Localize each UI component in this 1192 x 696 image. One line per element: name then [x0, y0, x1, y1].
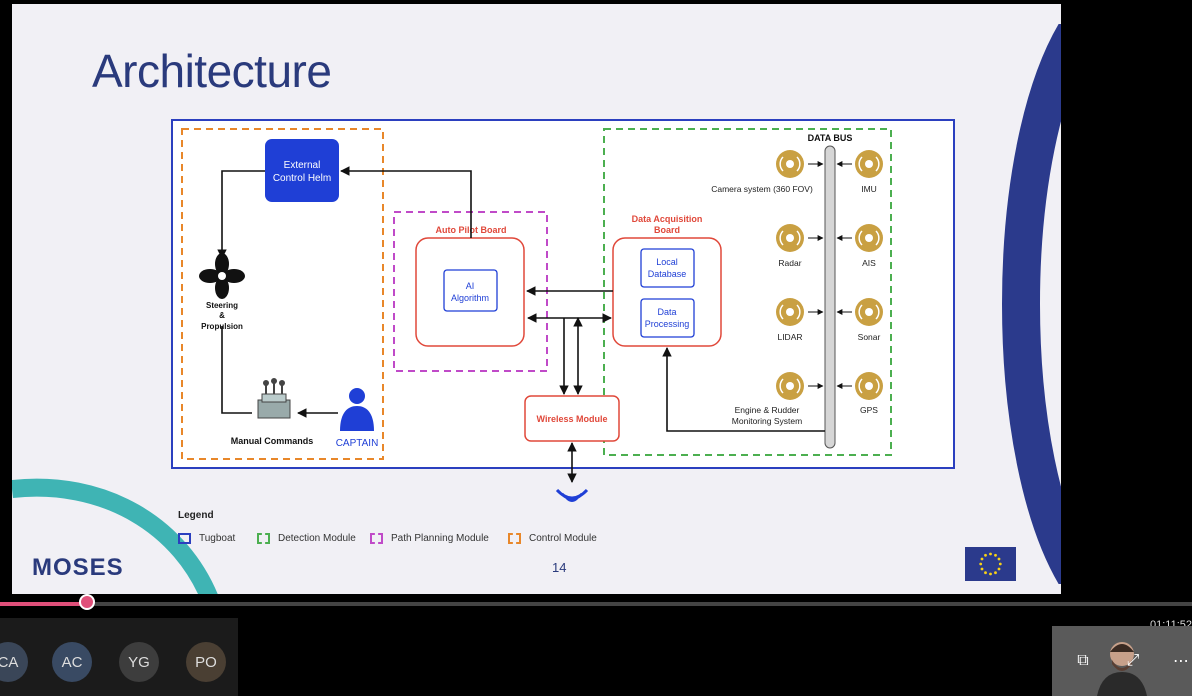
engine-label1: Engine & Rudder: [735, 405, 800, 415]
local-db-line1: Local: [656, 257, 678, 267]
data-processing-box: [640, 298, 695, 338]
slide-title: Architecture: [92, 45, 332, 97]
legend-label-control: Control Module: [529, 532, 597, 544]
detection-module-frame: [603, 128, 892, 456]
sensor-sonar-icon: [855, 298, 883, 326]
steering-line2: &: [219, 311, 225, 320]
imu-label: IMU: [861, 184, 877, 194]
local-db-line2: Database: [648, 269, 687, 279]
sensor-gps-icon: [855, 372, 883, 400]
legend-swatch-detection: [257, 532, 270, 544]
data-acq-title1: Data Acquisition: [632, 214, 703, 224]
gps-label: GPS: [860, 405, 878, 415]
progress-scrubber[interactable]: [79, 594, 96, 610]
camera-label: Camera system (360 FOV): [711, 184, 813, 194]
participant-avatar[interactable]: PO: [186, 642, 226, 682]
progress-fill: [0, 602, 88, 606]
lidar-label: LIDAR: [777, 332, 802, 342]
decorative-teal-arc: [12, 478, 218, 594]
external-helm-line2: Control Helm: [273, 173, 331, 184]
steering-line1: Steering: [206, 301, 238, 310]
legend-swatch-control: [508, 532, 521, 544]
manual-commands-label: Manual Commands: [231, 436, 314, 446]
sensor-arrows: [808, 161, 852, 389]
legend-label-path-planning: Path Planning Module: [391, 532, 489, 544]
ai-line2: Algorithm: [451, 293, 489, 303]
eu-flag-icon: [965, 547, 1016, 581]
ais-label: AIS: [862, 258, 876, 268]
picture-in-picture-icon[interactable]: ⧉: [1077, 652, 1089, 669]
legend-detection: Detection Module: [257, 530, 356, 546]
more-options-icon[interactable]: ⋯: [1173, 653, 1189, 670]
data-acq-title2: Board: [654, 225, 680, 235]
sensor-imu-icon: [855, 150, 883, 178]
architecture-diagram: External Control Helm Steering & Propuls…: [171, 119, 955, 502]
sensor-ais-icon: [855, 224, 883, 252]
decorative-arc: [1002, 24, 1061, 584]
manual-commands-icon: [257, 378, 291, 419]
sensor-radar-icon: [776, 224, 804, 252]
wireless-signal-icon: [555, 488, 589, 502]
ai-algorithm-box: [443, 269, 498, 312]
legend-swatch-path-planning: [370, 532, 383, 544]
legend-label-tugboat: Tugboat: [199, 532, 236, 544]
sensor-lidar-icon: [776, 298, 804, 326]
ai-line1: AI: [466, 281, 475, 291]
legend-label-detection: Detection Module: [278, 532, 356, 544]
legend-title: Legend: [178, 510, 214, 521]
control-module-frame: [181, 128, 384, 460]
data-bus: [824, 145, 836, 449]
external-helm-box: [265, 139, 339, 202]
captain-label: CAPTAIN: [336, 438, 379, 449]
data-bus-label: DATA BUS: [808, 133, 853, 143]
sensor-engine-icon: [776, 372, 804, 400]
legend-tugboat: Tugboat: [178, 530, 235, 546]
moses-logo: MOSES: [32, 554, 124, 581]
radar-label: Radar: [778, 258, 801, 268]
legend-control: Control Module: [508, 530, 597, 546]
video-progress-bar[interactable]: [0, 594, 1192, 610]
participant-avatar[interactable]: AC: [52, 642, 92, 682]
data-processing-line2: Processing: [645, 319, 690, 329]
data-processing-line1: Data: [657, 307, 676, 317]
local-db-box: [640, 248, 695, 288]
external-helm-line1: External: [284, 160, 321, 171]
expand-icon[interactable]: ⤢: [1126, 652, 1140, 669]
self-video-tile[interactable]: ⧉ ⤢ ⋯: [1052, 626, 1192, 696]
connector-lines: [217, 166, 825, 483]
captain-icon: [340, 388, 374, 431]
wireless-label: Wireless Module: [537, 414, 608, 424]
legend-path-planning: Path Planning Module: [370, 530, 489, 546]
legend-swatch-tugboat: [178, 532, 191, 544]
sonar-label: Sonar: [858, 332, 881, 342]
participants-strip: CA AC YG PO: [0, 618, 238, 696]
slide-page-number: 14: [552, 560, 567, 575]
participant-avatar[interactable]: YG: [119, 642, 159, 682]
wireless-module-box: [524, 395, 620, 442]
sensor-camera-icon: [776, 150, 804, 178]
person-video-figure: [1097, 642, 1147, 696]
participant-avatar[interactable]: CA: [0, 642, 28, 682]
engine-label2: Monitoring System: [732, 416, 802, 426]
presentation-slide: Architecture External Control Helm: [12, 4, 1061, 594]
